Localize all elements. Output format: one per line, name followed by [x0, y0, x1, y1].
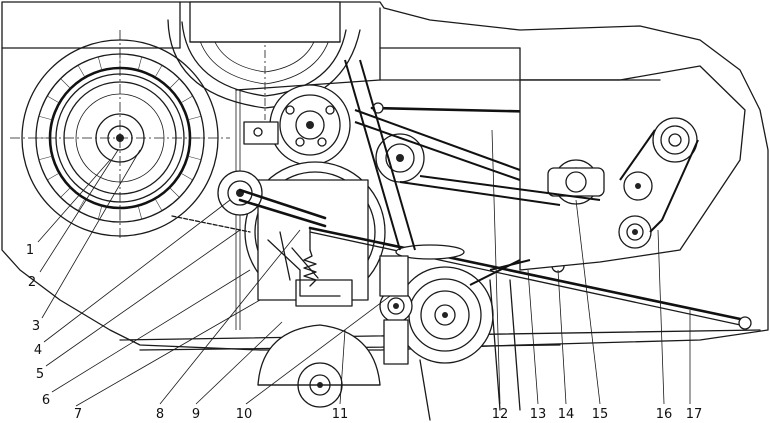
tensioner-small	[379, 255, 413, 365]
variator-assembly	[244, 161, 386, 307]
callout-5: 5	[36, 367, 44, 382]
pulley-fin	[77, 198, 86, 211]
fan-housing	[167, 1, 361, 120]
callout-14: 14	[558, 407, 575, 422]
pulley-fin	[97, 56, 103, 71]
callout-4: 4	[34, 343, 42, 358]
callout-6: 6	[42, 393, 50, 408]
callout-8: 8	[156, 407, 164, 422]
tension-lever	[171, 170, 327, 233]
pulley-fin	[169, 78, 180, 89]
pulley-fin	[180, 172, 193, 181]
callout-1: 1	[26, 243, 34, 258]
callout-17: 17	[686, 407, 703, 422]
drive-belts	[344, 59, 601, 421]
pulley-fin	[47, 95, 60, 104]
callout-9: 9	[192, 407, 200, 422]
pulley-fin	[187, 155, 202, 161]
callout-3: 3	[32, 319, 40, 334]
pulley-fin	[38, 115, 53, 121]
pulley-fin	[187, 115, 202, 121]
pulley-fin	[137, 205, 143, 220]
pulley-fin	[97, 205, 103, 220]
lower-pulley-left	[257, 324, 381, 408]
pulley-fin	[60, 78, 71, 89]
right-gearbox	[519, 65, 746, 271]
pulley-fin	[60, 187, 71, 198]
callout-labels: 1 2 3 4 5 6 7 8 9 10 11 12 13 14 15 16 1…	[26, 243, 702, 422]
idler-pulley	[375, 133, 425, 183]
pulley-fin	[137, 56, 143, 71]
callout-10: 10	[236, 407, 253, 422]
fan-pulley	[243, 84, 351, 166]
pulley-fin	[77, 65, 86, 78]
pulley-fin	[38, 155, 53, 161]
pulley-fin	[154, 65, 163, 78]
callout-13: 13	[530, 407, 547, 422]
callout-7: 7	[74, 407, 82, 422]
finned-pulley	[10, 30, 230, 240]
callout-11: 11	[332, 407, 349, 422]
pulley-fin	[154, 198, 163, 211]
pulley-fin	[169, 187, 180, 198]
callout-2: 2	[28, 275, 36, 290]
callout-15: 15	[592, 407, 609, 422]
long-rod	[308, 226, 752, 330]
callout-12: 12	[492, 407, 509, 422]
callout-16: 16	[656, 407, 673, 422]
leader-lines	[37, 129, 691, 407]
pulley-fin	[180, 95, 193, 104]
pulley-fin	[47, 172, 60, 181]
